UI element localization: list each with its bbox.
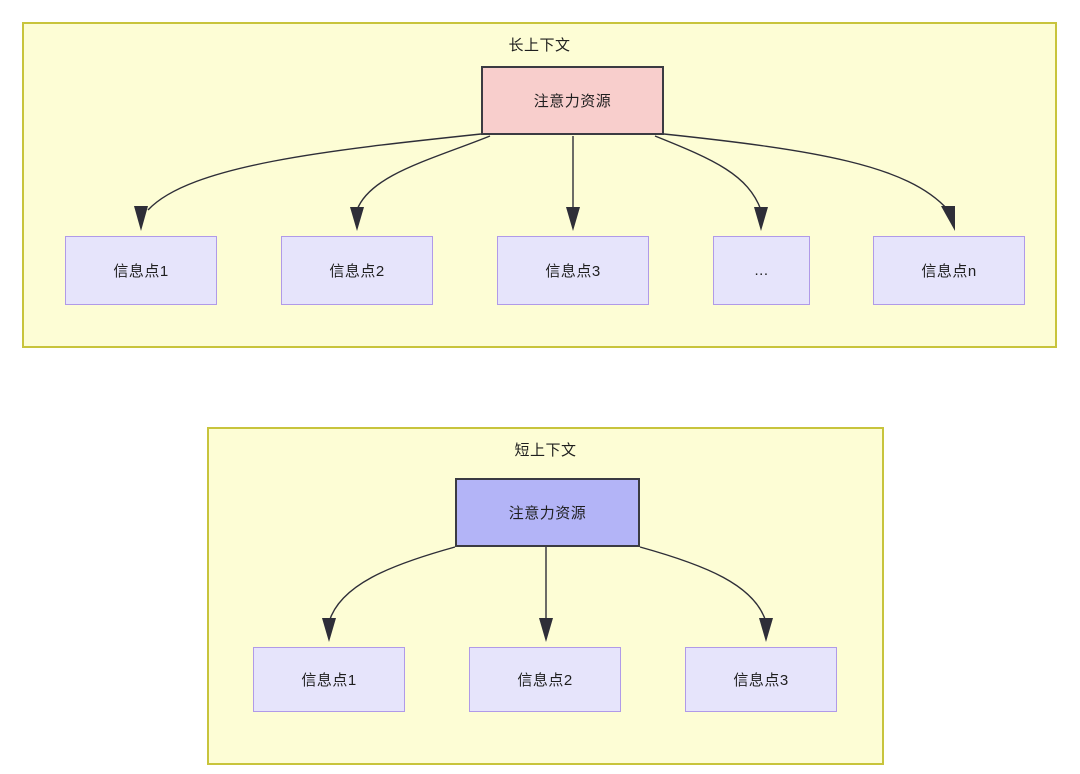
node-long-context-leaf-2[interactable]: 信息点2 (281, 236, 433, 305)
node-short-context-leaf-1[interactable]: 信息点1 (253, 647, 405, 712)
node-long-context-leaf-3[interactable]: 信息点3 (497, 236, 649, 305)
node-short-context-leaf-2[interactable]: 信息点2 (469, 647, 621, 712)
node-long-context-leaf-ellipsis[interactable]: ... (713, 236, 810, 305)
panel-short-context-title: 短上下文 (514, 442, 577, 459)
node-long-context-leaf-1[interactable]: 信息点1 (65, 236, 217, 305)
node-short-context-leaf-3[interactable]: 信息点3 (685, 647, 837, 712)
node-short-context-root[interactable]: 注意力资源 (455, 478, 640, 547)
node-long-context-leaf-n[interactable]: 信息点n (873, 236, 1025, 305)
panel-long-context-title: 长上下文 (508, 37, 571, 54)
node-long-context-root[interactable]: 注意力资源 (481, 66, 664, 135)
